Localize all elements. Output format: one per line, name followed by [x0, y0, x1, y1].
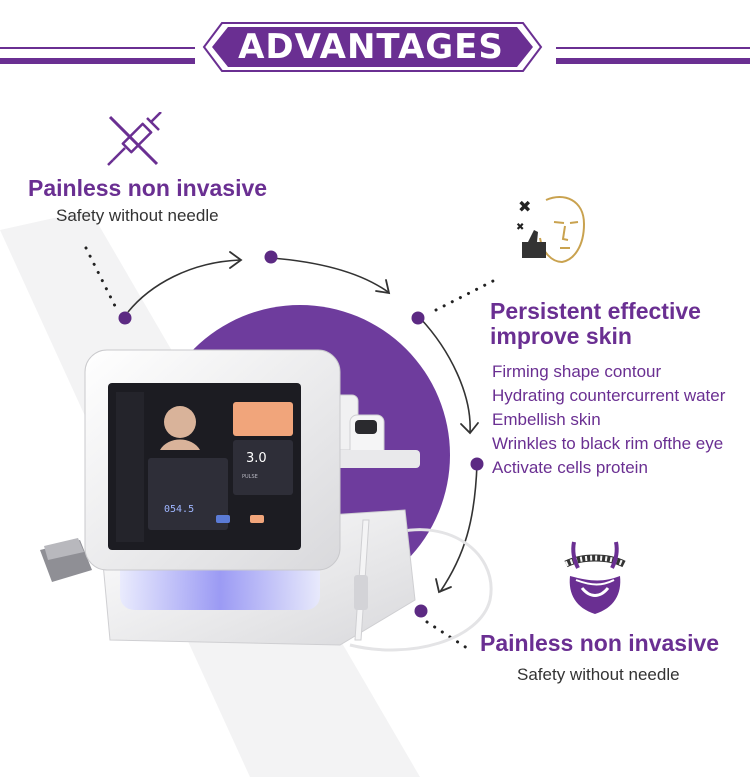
syringe-crossed-icon	[107, 112, 162, 166]
svg-text:✖: ✖	[518, 197, 531, 216]
svg-text:✖: ✖	[516, 222, 524, 233]
feature-subtitle-top-left: Safety without needle	[56, 206, 219, 225]
feature-title-right-line1: Persistent effective	[490, 298, 701, 324]
screen-counter-text: 054.5	[164, 504, 194, 515]
feature-title-right-line2: improve skin	[490, 323, 632, 349]
benefit-item: Hydrating countercurrent water	[492, 386, 726, 405]
banner-shape	[202, 22, 543, 72]
feature-subtitle-bottom-right: Safety without needle	[517, 665, 680, 684]
benefit-item: Firming shape contour	[492, 362, 662, 381]
banner-title: ADVANTAGES	[238, 27, 504, 67]
waist-tape-measure-icon	[564, 541, 626, 614]
feature-title-bottom-right: Painless non invasive	[480, 630, 720, 656]
feature-title-top-left: Painless non invasive	[28, 175, 268, 201]
benefit-item: Embellish skin	[492, 410, 601, 429]
screen-unit-text: PULSE	[242, 474, 258, 480]
benefit-item: Wrinkles to black rim ofthe eye	[492, 434, 724, 453]
device-screen: 3.0 PULSE 054.5	[108, 383, 301, 550]
hifu-device: 3.0 PULSE 054.5	[40, 349, 493, 652]
benefit-item: Activate cells protein	[492, 458, 648, 477]
screen-value-text: 3.0	[246, 451, 267, 466]
face-thumbs-up-icon: ✖ ✖	[516, 196, 586, 264]
